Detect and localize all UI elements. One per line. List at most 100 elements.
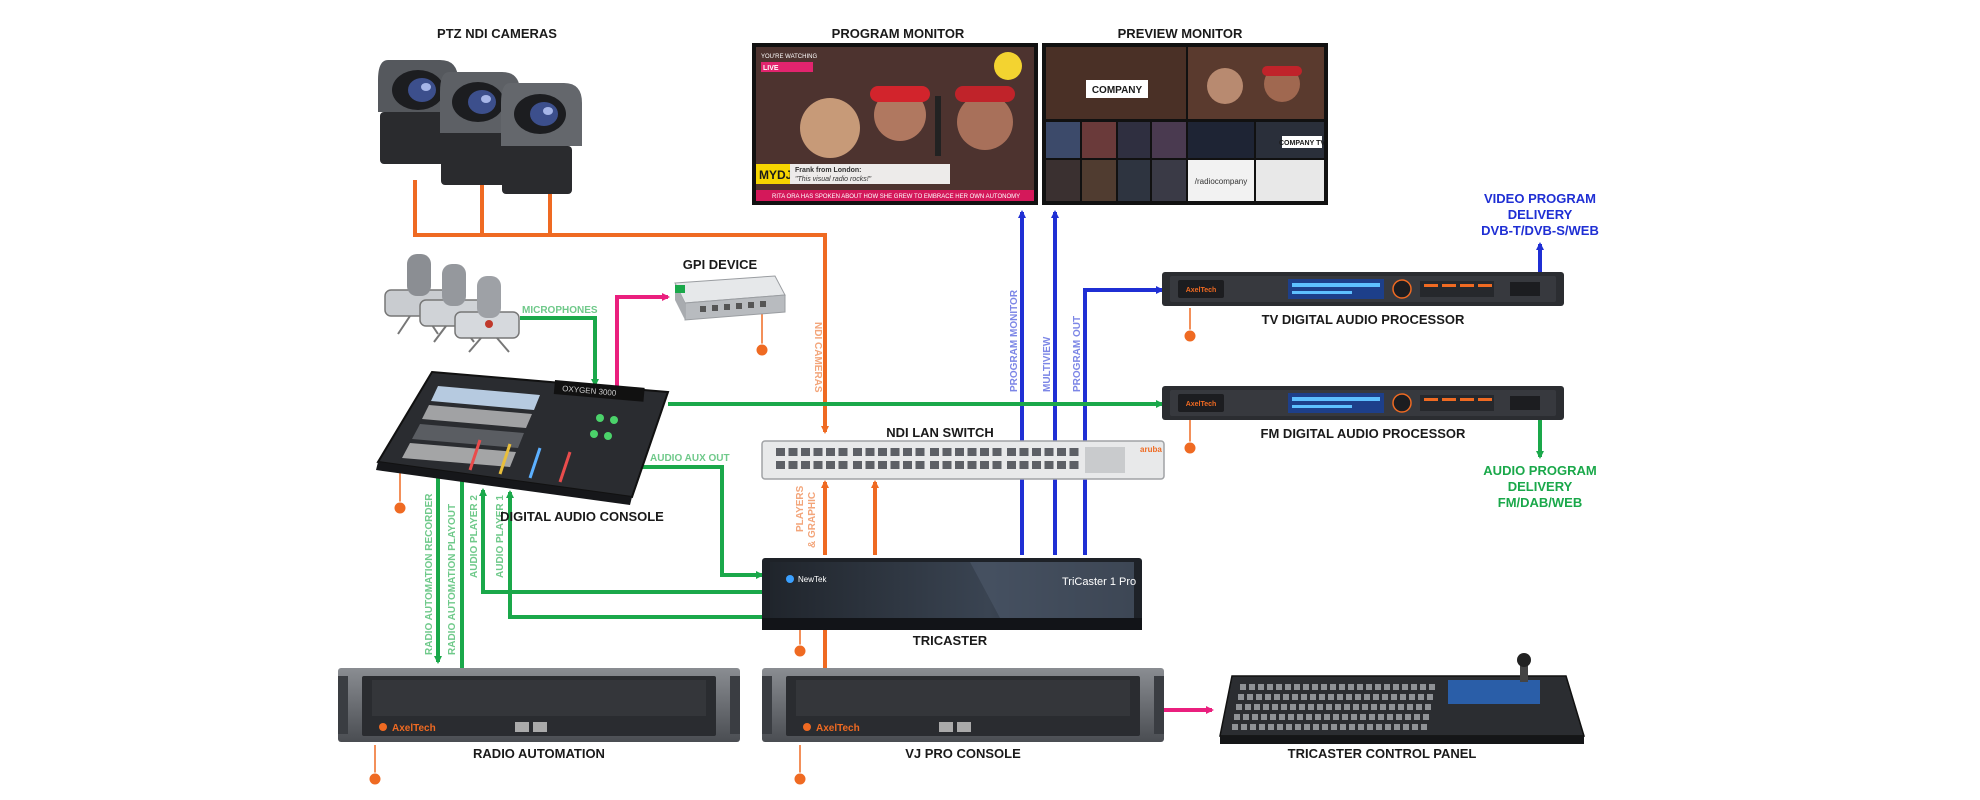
panel-button (1360, 714, 1366, 720)
panel-button (1322, 724, 1328, 730)
panel-button (1423, 714, 1429, 720)
switch-port (930, 448, 939, 456)
panel-button (1339, 684, 1345, 690)
panel-button (1301, 694, 1307, 700)
wire-label-audio-player-2: AUDIO PLAYER 2 (469, 495, 480, 578)
switch-port (992, 461, 1002, 469)
panel-button (1371, 704, 1377, 710)
ptz-camera-icon (440, 72, 520, 185)
switch-port (1007, 461, 1016, 469)
svg-text:COMPANY TV: COMPANY TV (1279, 140, 1325, 147)
panel-button (1265, 694, 1271, 700)
panel-button (1405, 714, 1411, 720)
switch-port (1057, 448, 1066, 456)
panel-button (1256, 694, 1262, 700)
wire-microphones-to-console (520, 316, 599, 387)
switch-port (826, 448, 835, 456)
tricaster: NewTek TriCaster 1 Pro TRICASTER (762, 558, 1142, 648)
panel-button (1238, 694, 1244, 700)
svg-text:VIDEO PROGRAM: VIDEO PROGRAM (1484, 191, 1596, 206)
panel-button (1313, 724, 1319, 730)
panel-button (1348, 684, 1354, 690)
panel-button (1252, 714, 1258, 720)
vj-pro-console: AxelTech VJ PRO CONSOLE (762, 668, 1164, 761)
panel-button (1333, 714, 1339, 720)
panel-button (1337, 694, 1343, 700)
switch-port (1069, 461, 1079, 469)
panel-button (1321, 684, 1327, 690)
panel-button (1294, 684, 1300, 690)
program-monitor: PROGRAM MONITOR YOU'RE WATCHING LIVE MYD… (752, 26, 1038, 205)
panel-button (1315, 714, 1321, 720)
wire-label-program-monitor: PROGRAM MONITOR (1009, 289, 1020, 392)
svg-text:AxelTech: AxelTech (1186, 401, 1217, 408)
panel-button (1385, 724, 1391, 730)
panel-button (1288, 714, 1294, 720)
switch-port (967, 461, 977, 469)
wire-aux-to-tricaster (640, 465, 764, 579)
switch-port (788, 448, 798, 456)
panel-button (1240, 684, 1246, 690)
panel-button (1285, 684, 1291, 690)
ptz-cameras-label: PTZ NDI CAMERAS (437, 26, 557, 41)
wire-label-program-out: PROGRAM OUT (1072, 316, 1083, 392)
panel-button (1364, 694, 1370, 700)
tv-audio-processor: AxelTech TV DIGITAL AUDIO PROCESSOR (1162, 272, 1564, 327)
panel-button (1362, 704, 1368, 710)
microphones (384, 254, 520, 353)
panel-button (1369, 714, 1375, 720)
panel-button (1250, 724, 1256, 730)
panel-button (1310, 694, 1316, 700)
switch-port (967, 448, 977, 456)
panel-button (1268, 724, 1274, 730)
switch-port (915, 461, 925, 469)
panel-button (1306, 714, 1312, 720)
svg-text:FM/DAB/WEB: FM/DAB/WEB (1498, 495, 1583, 510)
panel-button (1304, 724, 1310, 730)
panel-button (1376, 724, 1382, 730)
svg-text:AxelTech: AxelTech (392, 723, 436, 734)
switch-port (903, 461, 912, 469)
panel-button (1353, 704, 1359, 710)
wire-program-out (1083, 286, 1164, 555)
vj-pro-console-label: VJ PRO CONSOLE (905, 746, 1021, 761)
tricaster-label: TRICASTER (913, 633, 988, 648)
console-buttons (402, 386, 540, 467)
panel-button (1243, 714, 1249, 720)
vj-control-port (793, 772, 807, 786)
panel-button-grid (1232, 684, 1435, 730)
switch-port (801, 448, 810, 456)
panel-button (1400, 694, 1406, 700)
svg-text:LIVE: LIVE (763, 65, 779, 72)
fm-audio-processor-label: FM DIGITAL AUDIO PROCESSOR (1261, 426, 1466, 441)
panel-button (1247, 694, 1253, 700)
ptz-camera-icon (378, 60, 458, 164)
radio-automation: AxelTech RADIO AUTOMATION (338, 668, 740, 761)
svg-text:YOU'RE WATCHING: YOU'RE WATCHING (761, 54, 817, 60)
svg-text:AxelTech: AxelTech (816, 723, 860, 734)
panel-button (1393, 684, 1399, 690)
panel-button (1258, 684, 1264, 690)
ptz-cameras: PTZ NDI CAMERAS (378, 26, 582, 194)
switch-port (838, 461, 848, 469)
panel-button (1398, 704, 1404, 710)
panel-button (1249, 684, 1255, 690)
panel-button (1387, 714, 1393, 720)
panel-button (1274, 694, 1280, 700)
switch-port (903, 448, 912, 456)
preview-monitor: PREVIEW MONITOR COMPANY COMPANY TV /radi… (1042, 26, 1328, 205)
panel-button (1267, 684, 1273, 690)
panel-button (1297, 714, 1303, 720)
switch-port (1007, 448, 1016, 456)
switch-port (890, 461, 900, 469)
panel-button (1241, 724, 1247, 730)
program-monitor-label: PROGRAM MONITOR (832, 26, 965, 41)
panel-button (1276, 684, 1282, 690)
switch-port (813, 448, 823, 456)
wire-console-to-gpi (615, 293, 670, 392)
panel-button (1281, 704, 1287, 710)
panel-button (1263, 704, 1269, 710)
wire-tricaster-to-player-1 (506, 490, 762, 619)
radio-automation-label: RADIO AUTOMATION (473, 746, 605, 761)
wire-label-audio-player-1: AUDIO PLAYER 1 (495, 495, 506, 578)
